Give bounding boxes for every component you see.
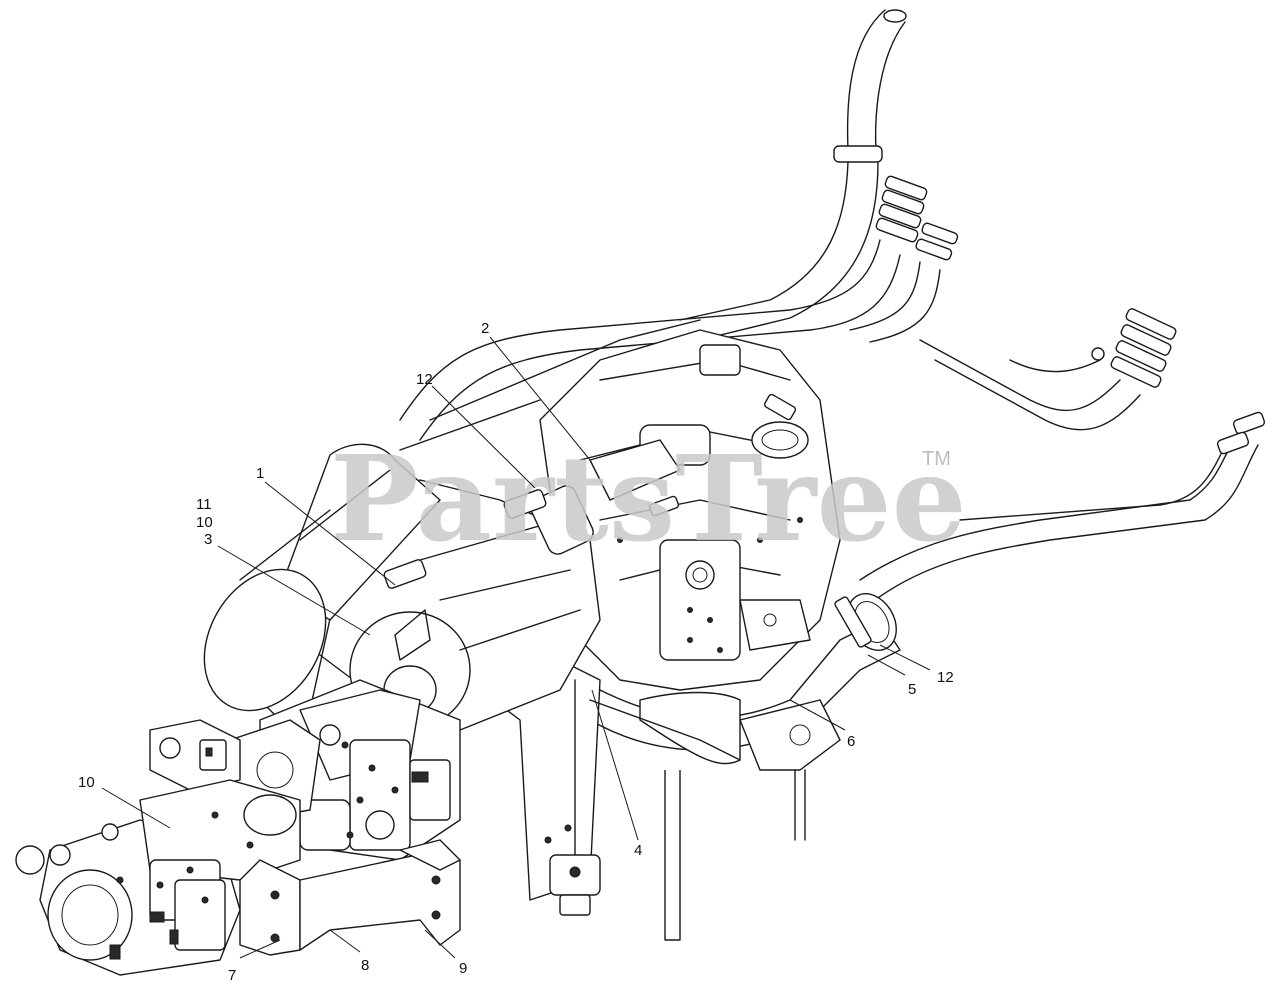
leader-6 bbox=[789, 699, 846, 731]
leader-lines bbox=[101, 336, 931, 959]
hose-assembly bbox=[399, 9, 1266, 601]
muffler bbox=[639, 691, 841, 941]
engine-block bbox=[539, 329, 841, 691]
transmission-pump bbox=[15, 779, 301, 976]
watermark-trademark: TM bbox=[922, 448, 951, 470]
callout-12-upper: 12 bbox=[416, 371, 433, 388]
leader-10a bbox=[101, 787, 171, 829]
callout-5: 5 bbox=[908, 681, 916, 698]
leader-5 bbox=[867, 654, 906, 676]
callout-8: 8 bbox=[361, 957, 369, 974]
corrugated-boot bbox=[875, 175, 1177, 388]
engine-bolts bbox=[617, 517, 803, 653]
callout-7: 7 bbox=[228, 967, 236, 984]
callout-2: 2 bbox=[481, 320, 489, 337]
callout-10-upper: 10 bbox=[196, 514, 213, 531]
leader-4 bbox=[591, 689, 639, 841]
watermark: PartsTree TM bbox=[330, 429, 967, 568]
leader-7 bbox=[239, 939, 281, 959]
valve-block bbox=[149, 719, 241, 791]
callouts: 1 2 3 4 5 6 7 8 9 10 10 11 12 12 bbox=[78, 320, 954, 984]
leader-2 bbox=[489, 336, 591, 461]
leader-1 bbox=[264, 481, 396, 586]
leader-9 bbox=[424, 929, 456, 959]
callout-10-lower: 10 bbox=[78, 774, 95, 791]
leader-12b bbox=[879, 644, 931, 671]
callout-11: 11 bbox=[196, 496, 212, 513]
leader-12a bbox=[431, 385, 536, 489]
callout-3: 3 bbox=[204, 531, 212, 548]
callout-6: 6 bbox=[847, 733, 855, 750]
hydraulic-pump bbox=[229, 679, 461, 861]
callout-1: 1 bbox=[256, 465, 264, 482]
leader-8 bbox=[329, 929, 361, 953]
callout-4: 4 bbox=[634, 842, 642, 859]
mounting-bracket bbox=[239, 839, 461, 956]
leader-3 bbox=[217, 545, 371, 636]
callout-9: 9 bbox=[459, 960, 467, 977]
frame-rails bbox=[399, 319, 741, 916]
watermark-text: PartsTree bbox=[330, 429, 967, 568]
callout-12-right: 12 bbox=[937, 669, 954, 686]
